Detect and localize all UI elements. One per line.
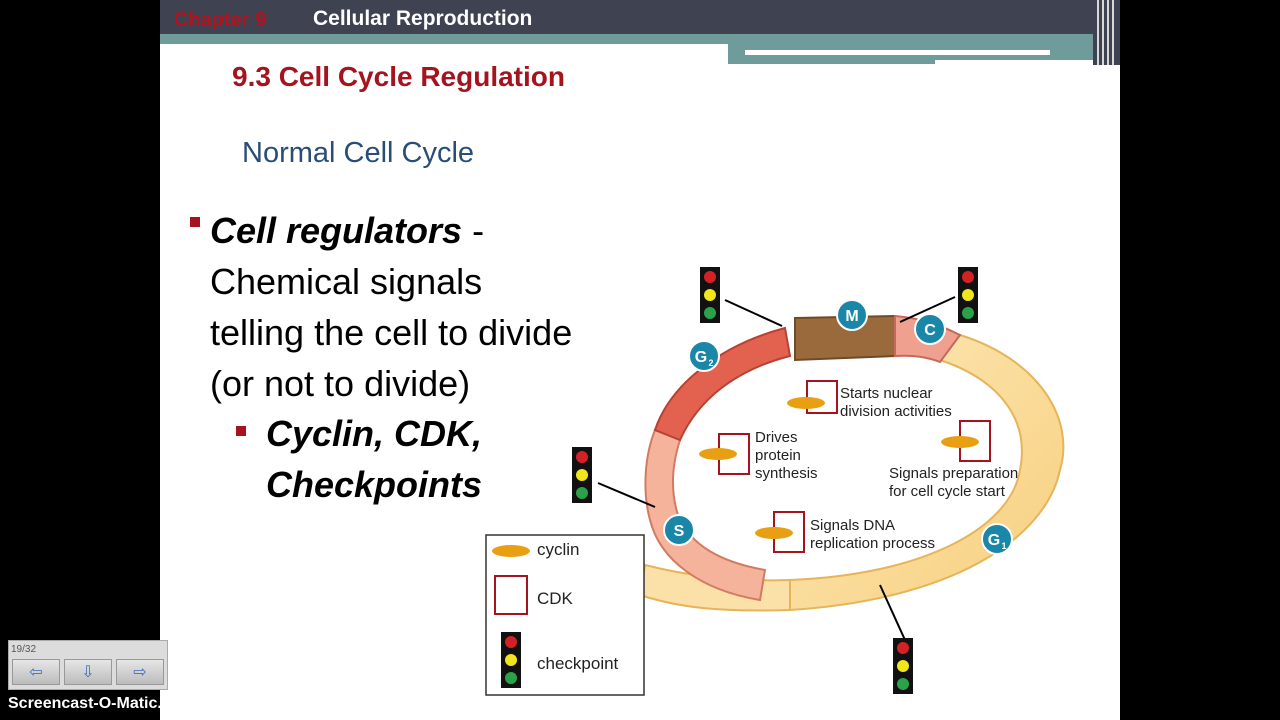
label-signals-prep-2: for cell cycle start	[889, 483, 1006, 500]
checkpoint-line-top-right	[899, 296, 956, 323]
legend-box: cyclin CDK checkpoint	[485, 534, 645, 696]
bullet-line-3: telling the cell to divide	[210, 312, 573, 353]
checkpoint-light-bottom	[893, 638, 913, 694]
label-drives-3: synthesis	[755, 465, 818, 482]
phase-g1-sub: 1	[1001, 541, 1006, 551]
phase-g2-badge: G 2	[688, 340, 720, 372]
label-starts-1: Starts nuclear	[840, 385, 933, 402]
label-signals-dna-2: replication process	[810, 535, 935, 552]
phase-c-badge: C	[914, 313, 946, 345]
checkpoint-line-left	[597, 482, 656, 508]
pair-drives: Drives protein synthesis	[699, 429, 818, 482]
arrow-right-icon: ⇨	[133, 664, 147, 681]
checkpoint-light-top-left	[700, 267, 720, 323]
slide: Chapter 9 Cellular Reproduction 9.3 Cell…	[160, 0, 1120, 720]
header-stripes	[1093, 0, 1120, 65]
label-signals-dna-1: Signals DNA	[810, 517, 895, 534]
label-signals-prep-1: Signals preparation	[889, 465, 1018, 482]
checkpoint-line-top-left	[724, 299, 783, 327]
arrow-left-icon: ⇦	[29, 664, 43, 681]
chapter-title: Cellular Reproduction	[313, 7, 533, 30]
section-title: 9.3 Cell Cycle Regulation	[232, 61, 565, 92]
slide-subtitle: Normal Cell Cycle	[242, 137, 475, 169]
bullet-line-2: Chemical signals	[210, 261, 483, 302]
pair-signals-prep: Signals preparation for cell cycle start	[889, 420, 1018, 500]
label-drives-2: protein	[755, 447, 801, 464]
bullet-dash: -	[462, 210, 485, 251]
chapter-label: Chapter 9	[174, 9, 267, 31]
legend-cyclin-label: cyclin	[537, 540, 580, 559]
sub-bullet-line-2: Checkpoints	[266, 464, 483, 505]
slide-menu-button[interactable]: ⇩	[64, 659, 112, 685]
header-accent-line	[745, 50, 1050, 55]
label-drives-1: Drives	[755, 429, 798, 446]
bullet-term: Cell regulators	[210, 210, 463, 251]
next-slide-button[interactable]: ⇨	[116, 659, 164, 685]
phase-g1-label: G	[988, 532, 1000, 549]
phase-g2-sub: 2	[708, 358, 713, 368]
slide-nav-control: 19/32 ⇦ ⇩ ⇨	[8, 640, 168, 690]
pair-signals-dna: Signals DNA replication process	[755, 511, 935, 553]
pair-starts: Starts nuclear division activities	[787, 380, 952, 420]
legend-checkpoint-label: checkpoint	[537, 654, 619, 673]
header-accent-line-2	[935, 60, 1120, 64]
checkpoint-light-left	[572, 447, 592, 503]
bullet-line-4: (or not to divide)	[210, 363, 471, 404]
phase-g1-badge: G 1	[981, 523, 1013, 555]
menu-icon: ⇩	[81, 664, 95, 681]
legend-checkpoint-icon	[501, 632, 521, 688]
bullet-line-1: Cell regulators -	[210, 205, 484, 256]
g2-arc	[653, 326, 792, 442]
checkpoint-light-top-right	[958, 267, 978, 323]
prev-slide-button[interactable]: ⇦	[12, 659, 60, 685]
phase-s-label: S	[674, 523, 685, 540]
screencast-watermark: Screencast-O-Matic.com	[8, 695, 195, 712]
sub-bullet-line-1: Cyclin, CDK,	[266, 413, 483, 454]
phase-m-badge: M	[836, 299, 868, 331]
bullet-marker	[190, 217, 200, 227]
header-accent-band	[160, 34, 1120, 44]
label-starts-2: division activities	[840, 403, 952, 420]
legend-cdk-icon	[494, 575, 528, 615]
checkpoint-line-bottom	[879, 584, 906, 641]
phase-m-label: M	[845, 308, 858, 325]
header-bar: Chapter 9 Cellular Reproduction	[160, 0, 1120, 34]
phase-s-badge: S	[663, 514, 695, 546]
slide-counter: 19/32	[11, 644, 37, 655]
legend-cdk-label: CDK	[537, 589, 574, 608]
legend-cyclin-icon	[492, 545, 530, 557]
sub-bullet-marker	[236, 426, 246, 436]
phase-c-label: C	[924, 322, 936, 339]
cell-cycle-diagram: M C G 2 S G 1 Starts nuclear division ac…	[485, 267, 1065, 696]
phase-g2-label: G	[695, 349, 707, 366]
